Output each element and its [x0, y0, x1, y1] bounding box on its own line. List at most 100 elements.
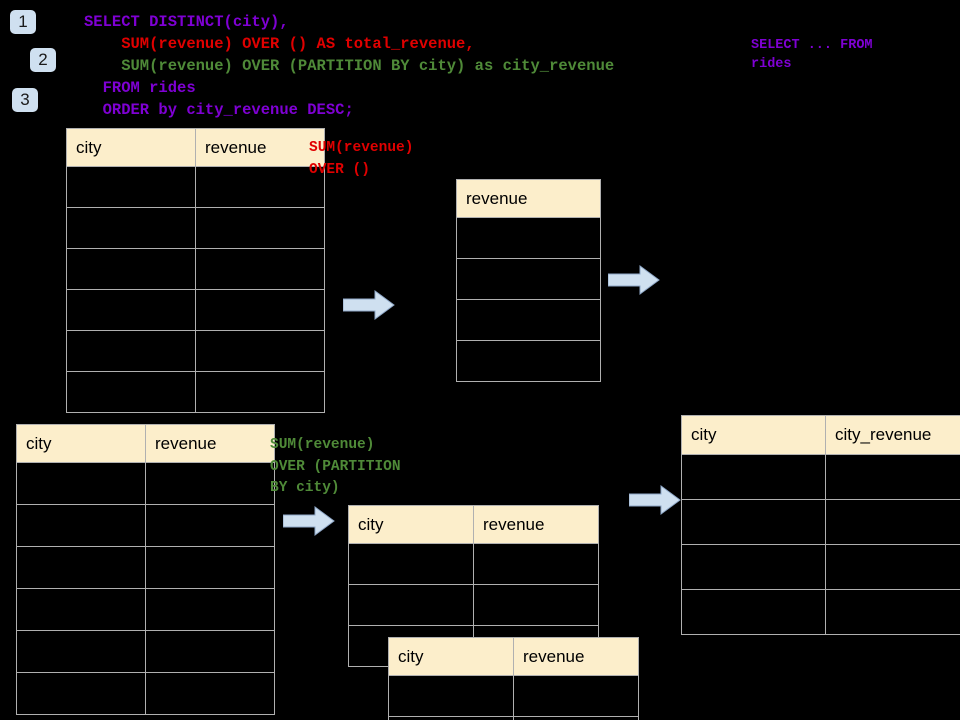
table-row [66, 371, 325, 413]
table-cell [681, 499, 826, 545]
table-row [681, 499, 960, 545]
table-row [388, 716, 639, 720]
table-row [66, 166, 325, 208]
column-header-city: city [66, 128, 196, 167]
table-cell [456, 217, 601, 259]
table-cell [513, 716, 639, 720]
table-cell [66, 207, 196, 249]
sql-line-order-by: ORDER by city_revenue DESC; [84, 101, 354, 119]
annotation-total-revenue: SUM(revenue) OVER () [309, 140, 414, 178]
table-cell [66, 371, 196, 413]
table-cell [473, 543, 599, 585]
table-cell [348, 543, 474, 585]
table-cell [825, 454, 960, 500]
arrow-source-to-total [343, 290, 395, 320]
table-cell [145, 546, 275, 589]
step-badge-2: 2 [30, 48, 56, 72]
table-cell [456, 258, 601, 300]
annotation-city-revenue: SUM(revenue) OVER (PARTITION BY city) [270, 437, 401, 496]
step-badge-3: 3 [12, 88, 38, 112]
table-row [16, 504, 275, 547]
table-row [456, 258, 601, 300]
table-cell [195, 371, 325, 413]
table-row [681, 544, 960, 590]
column-header-city: city [388, 637, 514, 676]
table-row [16, 588, 275, 631]
table-cell [145, 504, 275, 547]
sql-side-note-line2: rides [751, 57, 792, 72]
table-rides-source-bottom: city revenue [16, 424, 275, 715]
table-cell [66, 166, 196, 208]
table-row [66, 207, 325, 249]
table-cell [16, 672, 146, 715]
table-cell [145, 588, 275, 631]
column-header-city: city [16, 424, 146, 463]
table-cell [681, 589, 826, 635]
table-row [348, 584, 599, 626]
table-header-row: city revenue [66, 128, 325, 167]
table-cell [16, 588, 146, 631]
table-row [66, 248, 325, 290]
table-cell [513, 675, 639, 717]
column-header-city-revenue: city_revenue [825, 415, 960, 455]
column-header-revenue: revenue [473, 505, 599, 544]
table-row [16, 630, 275, 673]
table-row [388, 675, 639, 717]
table-cell [195, 289, 325, 331]
table-cell [456, 299, 601, 341]
table-row [66, 289, 325, 331]
sql-side-note-line1: SELECT ... FROM [751, 38, 873, 53]
table-cell [388, 675, 514, 717]
arrow-total-to-final [608, 265, 660, 295]
table-cell [145, 630, 275, 673]
table-cell [456, 340, 601, 382]
table-row [456, 217, 601, 259]
column-header-revenue: revenue [456, 179, 601, 218]
sql-line-select-distinct: SELECT DISTINCT(city), [84, 13, 289, 31]
table-row [456, 340, 601, 382]
column-header-revenue: revenue [513, 637, 639, 676]
table-cell [145, 672, 275, 715]
table-cell [66, 289, 196, 331]
table-cell [195, 207, 325, 249]
table-cell [66, 330, 196, 372]
column-header-city: city [348, 505, 474, 544]
sql-line-from: FROM rides [84, 79, 196, 97]
table-header-row: city revenue [16, 424, 275, 463]
sql-line-city-revenue: SUM(revenue) OVER (PARTITION BY city) as… [84, 57, 615, 75]
table-row [16, 462, 275, 505]
table-cell [195, 166, 325, 208]
table-cell [825, 589, 960, 635]
table-cell [681, 544, 826, 590]
table-cell [195, 330, 325, 372]
table-row [681, 589, 960, 635]
table-row [348, 543, 599, 585]
sql-line-total-revenue: SUM(revenue) OVER () AS total_revenue, [84, 35, 475, 53]
table-row [16, 546, 275, 589]
arrow-partition-to-final [629, 485, 681, 515]
column-header-revenue: revenue [145, 424, 275, 463]
table-cell [825, 499, 960, 545]
table-cell [195, 248, 325, 290]
table-header-row: city revenue [388, 637, 639, 676]
column-header-revenue: revenue [195, 128, 325, 167]
table-cell [16, 630, 146, 673]
table-cell [681, 454, 826, 500]
table-header-row: revenue [456, 179, 601, 218]
arrow-source-to-partition [283, 506, 335, 536]
table-rides-source-top: city revenue [66, 128, 325, 413]
table-cell [388, 716, 514, 720]
table-row [66, 330, 325, 372]
table-cell [16, 504, 146, 547]
table-cell [348, 584, 474, 626]
table-partition-front: city revenue [388, 637, 639, 720]
table-total-revenue-result: revenue [456, 179, 601, 382]
table-row [681, 454, 960, 500]
table-header-row: city city_revenue [681, 415, 960, 455]
table-cell [825, 544, 960, 590]
table-cell [16, 462, 146, 505]
table-header-row: city revenue [348, 505, 599, 544]
table-row [456, 299, 601, 341]
table-cell [66, 248, 196, 290]
